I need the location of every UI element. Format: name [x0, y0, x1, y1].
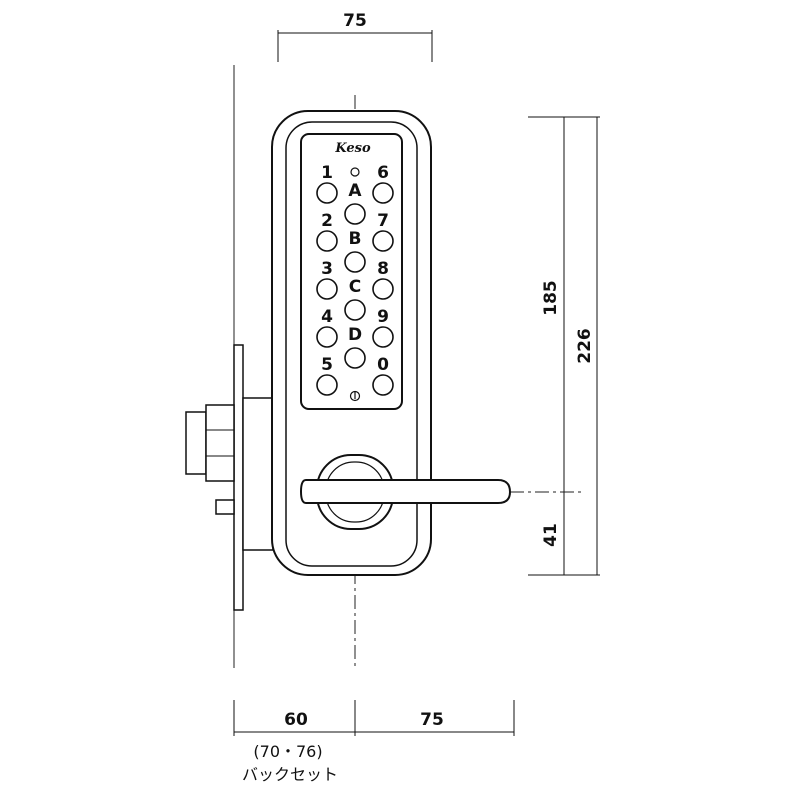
key-label-left-2: 2: [321, 211, 333, 231]
top-indicator-icon: [350, 167, 360, 177]
keypad-button-7: [372, 230, 394, 252]
key-label-right-8: 8: [377, 259, 389, 279]
key-label-left-4: 4: [321, 307, 333, 327]
dim-bottom-right: 75: [420, 710, 444, 730]
keypad-button-3: [316, 278, 338, 300]
keypad-button-B: [344, 251, 366, 273]
keypad-button-C: [344, 299, 366, 321]
key-label-left-3: 3: [321, 259, 333, 279]
lever-handle: [299, 479, 512, 504]
key-label-center-C: C: [349, 277, 361, 297]
key-label-right-0: 0: [377, 355, 389, 375]
latch-bolt: [215, 499, 235, 515]
key-label-center-B: B: [349, 229, 362, 249]
keypad-button-8: [372, 278, 394, 300]
keypad-button-4: [316, 326, 338, 348]
backset-label: バックセット: [242, 765, 338, 784]
brand-logo: Keso: [334, 141, 371, 156]
dim-height-total: 226: [575, 328, 595, 364]
keypad: 1 2 3 4 5 6 7 8 9 0 A B C D: [316, 163, 394, 396]
key-label-right-6: 6: [377, 163, 389, 183]
spindle-block-inner: [205, 404, 235, 482]
keypad-button-9: [372, 326, 394, 348]
keypad-button-0: [372, 374, 394, 396]
key-label-left-1: 1: [321, 163, 333, 183]
keypad-button-5: [316, 374, 338, 396]
key-label-left-5: 5: [321, 355, 333, 375]
dim-height-upper: 185: [541, 280, 561, 316]
keypad-button-2: [316, 230, 338, 252]
keypad-button-D: [344, 347, 366, 369]
dim-bottom-left: 60: [284, 710, 308, 730]
dim-top-width: 75: [343, 11, 367, 31]
keypad-button-A: [344, 203, 366, 225]
dim-height-lower: 41: [541, 523, 561, 547]
keypad-button-6: [372, 182, 394, 204]
key-label-right-7: 7: [377, 211, 389, 231]
latch-case: [242, 397, 274, 551]
keypad-button-1: [316, 182, 338, 204]
backset-range: (70・76): [253, 742, 322, 761]
face-plate: [233, 344, 244, 611]
spindle-block-outer: [185, 411, 207, 475]
key-label-center-A: A: [348, 181, 362, 201]
key-label-right-9: 9: [377, 307, 389, 327]
key-label-center-D: D: [348, 325, 362, 345]
